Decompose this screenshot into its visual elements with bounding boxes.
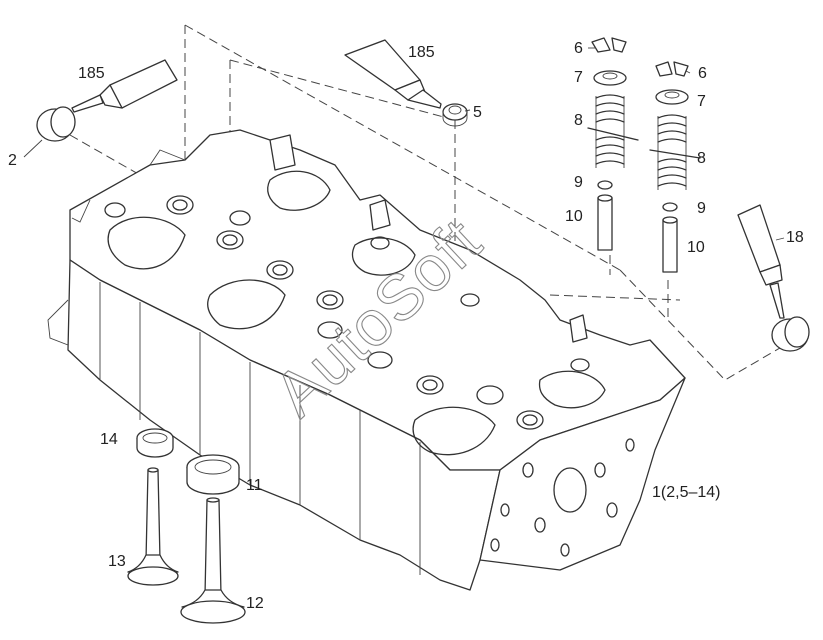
label-185-left: 185 <box>78 65 105 82</box>
label-10-left: 10 <box>565 208 583 225</box>
label-2: 2 <box>8 152 17 169</box>
valve-seat-11 <box>186 454 240 495</box>
label-14: 14 <box>100 431 118 448</box>
label-185-center: 185 <box>408 44 435 61</box>
label-8-left: 8 <box>574 112 583 129</box>
valve-12 <box>180 497 246 624</box>
label-7-left: 7 <box>574 69 583 86</box>
label-12: 12 <box>246 595 264 612</box>
label-13: 13 <box>108 553 126 570</box>
cylinder-head <box>47 129 686 591</box>
plug-left <box>36 106 76 142</box>
label-1-assembly: 1(2,5–14) <box>652 484 721 501</box>
label-6-left: 6 <box>574 40 583 57</box>
valve-seat-14 <box>136 428 174 458</box>
sealant-tube-left <box>71 59 178 113</box>
label-5: 5 <box>473 104 482 121</box>
valve-spring-stack-right <box>649 61 701 273</box>
label-11: 11 <box>246 477 263 494</box>
label-10-right: 10 <box>687 239 705 256</box>
label-18: 18 <box>786 229 804 246</box>
plug-right <box>771 316 810 352</box>
label-9-left: 9 <box>574 174 583 191</box>
valve-spring-stack-left <box>587 37 639 251</box>
label-7-right: 7 <box>697 93 706 110</box>
label-6-right: 6 <box>698 65 707 82</box>
leader-lines <box>23 47 785 241</box>
valve-13 <box>127 467 179 586</box>
label-8-right: 8 <box>697 150 706 167</box>
washer-5 <box>442 103 468 127</box>
sealant-tube-center <box>344 39 442 109</box>
label-9-right: 9 <box>697 200 706 217</box>
sealant-tube-right <box>737 204 785 319</box>
callout-labels: 185 185 2 5 6 7 8 9 10 6 7 8 9 10 18 14 … <box>8 40 804 612</box>
